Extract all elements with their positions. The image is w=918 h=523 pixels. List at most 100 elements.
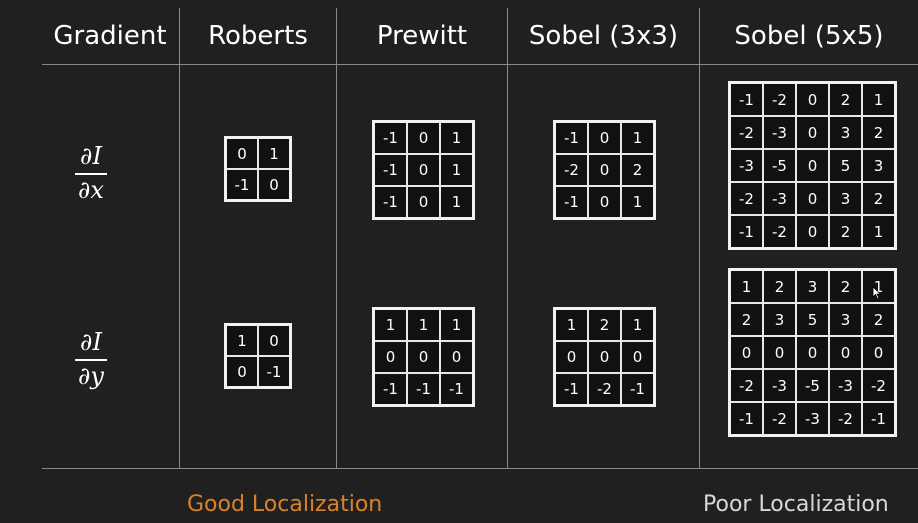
kernel-cell: 2 bbox=[828, 81, 863, 117]
kernel-cell: -2 bbox=[553, 153, 589, 187]
kernel-cell: -1 bbox=[553, 185, 589, 220]
kernel-cell: -2 bbox=[861, 368, 897, 403]
kernel-cell: 3 bbox=[828, 115, 863, 150]
kernel-cell: -2 bbox=[762, 81, 797, 117]
kernel-cell: -3 bbox=[828, 368, 863, 403]
kernel-cell: 0 bbox=[795, 214, 830, 250]
kernel-cell: 0 bbox=[257, 168, 292, 202]
kernel-cell: -1 bbox=[553, 120, 589, 155]
kernel-cell: -1 bbox=[372, 372, 408, 407]
kernel-cell: -1 bbox=[372, 185, 408, 220]
kernel-cell: -3 bbox=[795, 401, 830, 437]
kernel-cell: -1 bbox=[728, 81, 764, 117]
kernel-cell: 2 bbox=[728, 302, 764, 337]
poor-localization-label: Poor Localization bbox=[703, 492, 889, 517]
kernel-cell: -1 bbox=[224, 168, 259, 202]
kernel-cell: -1 bbox=[372, 153, 408, 187]
kernel-row: -1-2-3-2-1 bbox=[728, 401, 897, 437]
kernel-row: -1-1-1 bbox=[372, 372, 475, 407]
header-prewitt: Prewitt bbox=[376, 21, 468, 51]
kernel-cell: 2 bbox=[762, 268, 797, 304]
header-gradient: Gradient bbox=[53, 21, 167, 51]
kernel-cell: 3 bbox=[795, 268, 830, 304]
kernel-cell: 1 bbox=[224, 323, 259, 357]
kernel-cell: 3 bbox=[828, 302, 863, 337]
kernel-row: -2-3-5-3-2 bbox=[728, 368, 897, 403]
kernel-cell: 0 bbox=[795, 148, 830, 183]
column-divider-3 bbox=[507, 8, 508, 468]
header-sobel-5x5: Sobel (5x5) bbox=[734, 21, 884, 51]
kernel-cell: 1 bbox=[439, 185, 475, 220]
kernel-cell: 2 bbox=[861, 115, 897, 150]
kernel-cell: -5 bbox=[795, 368, 830, 403]
kernel-cell: 0 bbox=[224, 136, 259, 170]
kernel-cell: -1 bbox=[372, 120, 408, 155]
kernel-row: 0-1 bbox=[224, 355, 292, 389]
kernel-cell: 0 bbox=[587, 340, 622, 374]
kernel-cell: 2 bbox=[828, 268, 863, 304]
kernel-cell: -2 bbox=[828, 401, 863, 437]
kernel-cell: -1 bbox=[439, 372, 475, 407]
dx-numerator: ∂I bbox=[80, 142, 102, 170]
kernel-cell: -5 bbox=[762, 148, 797, 183]
kernel-cell: 0 bbox=[828, 335, 863, 370]
kernel-cell: 0 bbox=[587, 185, 622, 220]
kernel-cell: 1 bbox=[861, 81, 897, 117]
kernel-cell: 0 bbox=[372, 340, 408, 374]
kernel-cell: 0 bbox=[587, 153, 622, 187]
kernel-cell: -2 bbox=[728, 368, 764, 403]
fraction-bar bbox=[75, 359, 107, 361]
kernel-row: -1-2-1 bbox=[553, 372, 656, 407]
kernel-cell: -1 bbox=[406, 372, 441, 407]
kernel-cell: 1 bbox=[439, 307, 475, 342]
kernel-cell: 1 bbox=[620, 185, 656, 220]
kernel-cell: -1 bbox=[861, 401, 897, 437]
kernel-cell: 0 bbox=[861, 335, 897, 370]
kernel-cell: -1 bbox=[257, 355, 292, 389]
kernel-cell: 0 bbox=[762, 335, 797, 370]
kernel-cell: -3 bbox=[762, 368, 797, 403]
kernel-cell: 0 bbox=[257, 323, 292, 357]
kernel-cell: 1 bbox=[439, 153, 475, 187]
good-localization-label: Good Localization bbox=[187, 492, 383, 517]
kernel-cell: -1 bbox=[553, 372, 589, 407]
header-roberts: Roberts bbox=[208, 21, 308, 51]
partial-derivative-x: ∂I ∂x bbox=[71, 142, 111, 204]
kernel-cell: -3 bbox=[728, 148, 764, 183]
kernel-cell: 1 bbox=[620, 120, 656, 155]
kernel-cell: 2 bbox=[620, 153, 656, 187]
kernel-cell: -3 bbox=[762, 115, 797, 150]
kernel-cell: 1 bbox=[861, 214, 897, 250]
kernel-cell: 0 bbox=[406, 153, 441, 187]
kernel-cell: 0 bbox=[553, 340, 589, 374]
kernel-cell: 0 bbox=[406, 340, 441, 374]
kernel-cell: 2 bbox=[828, 214, 863, 250]
dx-denominator: ∂x bbox=[78, 176, 104, 204]
kernel-cell: 0 bbox=[795, 335, 830, 370]
kernel-cell: 3 bbox=[828, 181, 863, 216]
dy-numerator: ∂I bbox=[80, 328, 102, 356]
kernel-cell: 3 bbox=[762, 302, 797, 337]
kernel-cell: 0 bbox=[406, 185, 441, 220]
